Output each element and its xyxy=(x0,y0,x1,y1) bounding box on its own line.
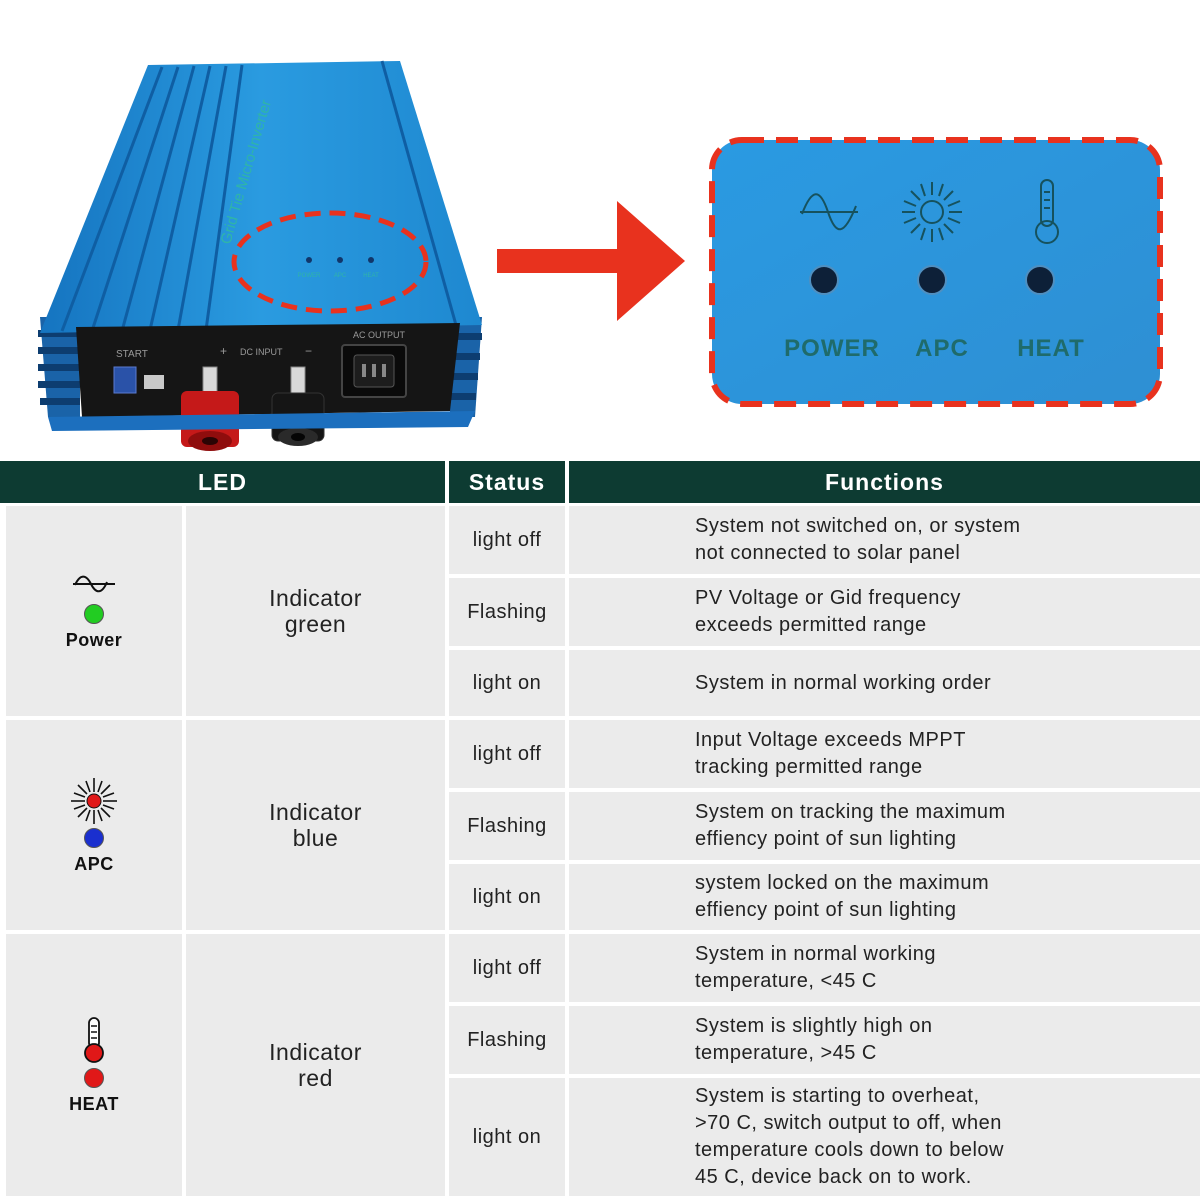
indicator-color: red xyxy=(298,1065,333,1091)
panel-label-power: POWER xyxy=(784,335,880,362)
heat-led xyxy=(1025,265,1055,295)
header-functions: Functions xyxy=(569,461,1200,503)
status-cell: Flashing xyxy=(449,792,565,860)
zoomed-indicator-panel: POWER APC HEAT xyxy=(709,137,1163,407)
top-ridges xyxy=(60,60,458,332)
header-status: Status xyxy=(449,461,565,503)
status-cell: light on xyxy=(449,864,565,930)
dc-negative-terminal xyxy=(271,366,325,446)
inverter-device-image: Grid Tie Micro-Inverter POWER APC HEAT S… xyxy=(38,60,482,451)
power-led xyxy=(809,265,839,295)
led-cell-apc: APC xyxy=(6,720,182,930)
status-cell: light on xyxy=(449,650,565,716)
status-cell: light on xyxy=(449,1078,565,1196)
arrow-right-icon xyxy=(497,201,685,321)
function-cell: PV Voltage or Gid frequency exceeds perm… xyxy=(569,578,1200,646)
indicator-text: Indicator xyxy=(269,585,362,611)
sine-wave-icon xyxy=(73,575,115,592)
function-cell: system locked on the maximum effiency po… xyxy=(569,864,1200,930)
heat-led-dot xyxy=(84,1067,104,1088)
sun-icon xyxy=(71,777,117,824)
status-cell: light off xyxy=(449,720,565,788)
product-illustration: Grid Tie Micro-Inverter POWER APC HEAT S… xyxy=(0,0,1200,460)
panel-label-heat: HEAT xyxy=(1017,335,1085,362)
indicator-text: Indicator xyxy=(269,1039,362,1065)
plus-label: + xyxy=(220,344,227,358)
function-cell: Input Voltage exceeds MPPT tracking perm… xyxy=(569,720,1200,788)
callout-ellipse xyxy=(231,210,429,314)
thermometer-icon xyxy=(1035,179,1059,244)
thermometer-icon xyxy=(84,1016,104,1063)
heatsink-fins xyxy=(38,317,482,417)
dc-input-label: DC INPUT xyxy=(240,347,283,357)
indicator-color: blue xyxy=(292,825,339,851)
device-label-apc: APC xyxy=(334,273,347,279)
device-label-heat: HEAT xyxy=(363,273,379,279)
function-cell: System in normal working order xyxy=(569,650,1200,716)
led-cell-heat: HEAT xyxy=(6,934,182,1196)
sun-icon xyxy=(902,182,962,242)
apc-led-dot xyxy=(84,827,104,848)
start-label: START xyxy=(116,349,148,360)
led-cell-power: Power xyxy=(6,506,182,716)
panel-label-apc: APC xyxy=(915,335,969,362)
status-cell: light off xyxy=(449,506,565,574)
function-cell: System is slightly high on temperature, … xyxy=(569,1006,1200,1074)
power-led-dot xyxy=(84,603,104,624)
indicator-text: Indicator xyxy=(269,799,362,825)
start-switch xyxy=(113,366,137,394)
led-name-heat: HEAT xyxy=(69,1093,119,1114)
function-cell: System not switched on, or system not co… xyxy=(569,506,1200,574)
status-cell: Flashing xyxy=(449,578,565,646)
header-led: LED xyxy=(0,461,445,503)
indicator-color: green xyxy=(284,611,347,637)
led-name-apc: APC xyxy=(74,853,114,874)
led-name-power: Power xyxy=(65,629,123,650)
minus-label: − xyxy=(305,344,312,358)
function-cell: System in normal working temperature, <4… xyxy=(569,934,1200,1002)
status-cell: light off xyxy=(449,934,565,1002)
ac-output-label: AC OUTPUT xyxy=(353,330,406,340)
apc-led xyxy=(917,265,947,295)
sine-wave-icon xyxy=(800,193,858,231)
function-cell: System on tracking the maximum effiency … xyxy=(569,792,1200,860)
device-indicator-area: POWER APC HEAT xyxy=(298,257,379,279)
status-cell: Flashing xyxy=(449,1006,565,1074)
device-label-power: POWER xyxy=(298,273,321,279)
housing-top xyxy=(40,61,482,333)
function-cell: System is starting to overheat, >70 C, s… xyxy=(569,1078,1200,1196)
